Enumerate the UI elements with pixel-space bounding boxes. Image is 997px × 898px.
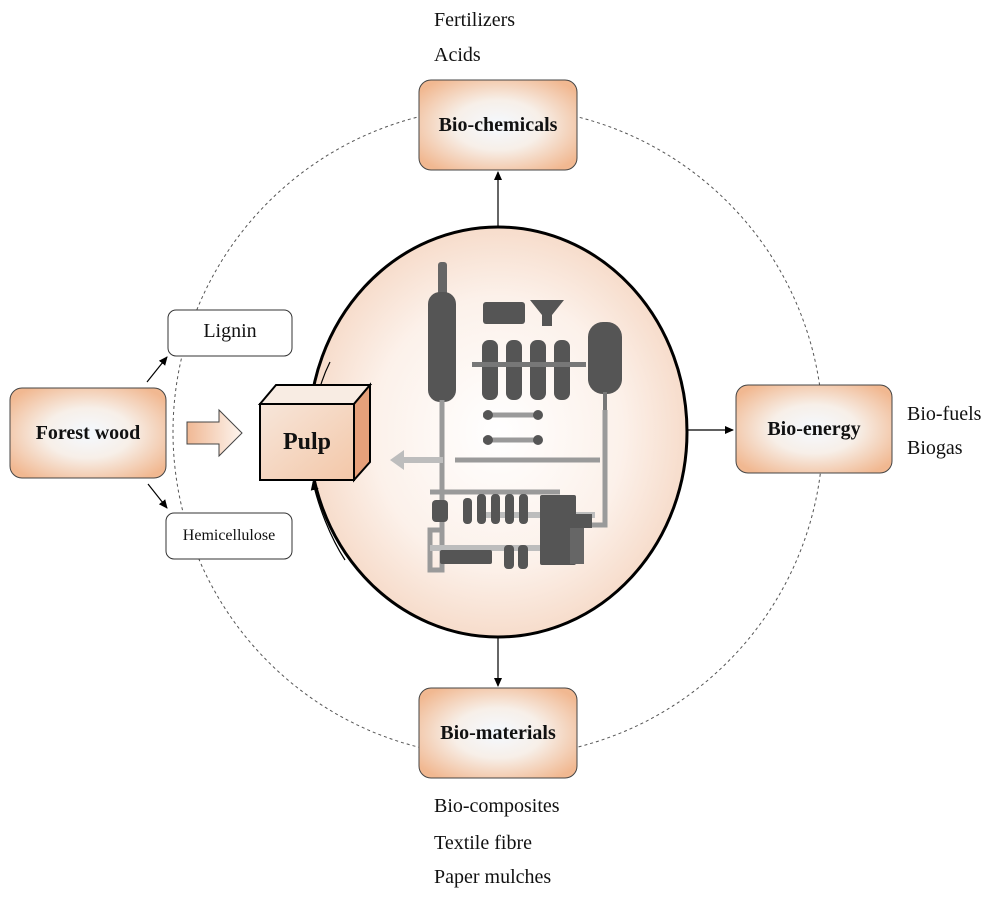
product-bio-composites: Bio-composites bbox=[434, 795, 560, 817]
product-acids: Acids bbox=[434, 44, 481, 66]
product-fertilizers: Fertilizers bbox=[434, 9, 516, 31]
pulp-label: Pulp bbox=[282, 428, 332, 455]
biorefinery-plant-icon bbox=[390, 262, 622, 573]
bio-materials-box bbox=[418, 687, 578, 779]
circle-return-arrow bbox=[310, 481, 346, 561]
product-textile-fibre: Textile fibre bbox=[434, 832, 532, 854]
arrow-to-lignin bbox=[146, 356, 168, 383]
bio-energy-box bbox=[735, 384, 893, 474]
product-paper-mulches: Paper mulches bbox=[434, 866, 552, 888]
pulp-cube bbox=[257, 382, 373, 483]
bio-chemicals-box bbox=[418, 79, 578, 171]
bio-materials-label: Bio-materials bbox=[440, 721, 556, 744]
hemicellulose-label: Hemicellulose bbox=[182, 527, 276, 544]
feed-arrow bbox=[186, 408, 243, 458]
bio-chemicals-label: Bio-chemicals bbox=[438, 113, 558, 136]
product-bio-fuels: Bio-fuels bbox=[907, 403, 982, 425]
arrow-to-hemicellulose bbox=[147, 483, 168, 509]
bio-energy-label: Bio-energy bbox=[767, 417, 861, 440]
product-biogas: Biogas bbox=[907, 437, 963, 459]
lignin-box bbox=[167, 309, 293, 357]
hemicellulose-box bbox=[165, 512, 293, 560]
forest-wood-label: Forest wood bbox=[35, 421, 141, 444]
lignin-label: Lignin bbox=[203, 319, 257, 342]
forest-wood-box bbox=[9, 387, 167, 479]
